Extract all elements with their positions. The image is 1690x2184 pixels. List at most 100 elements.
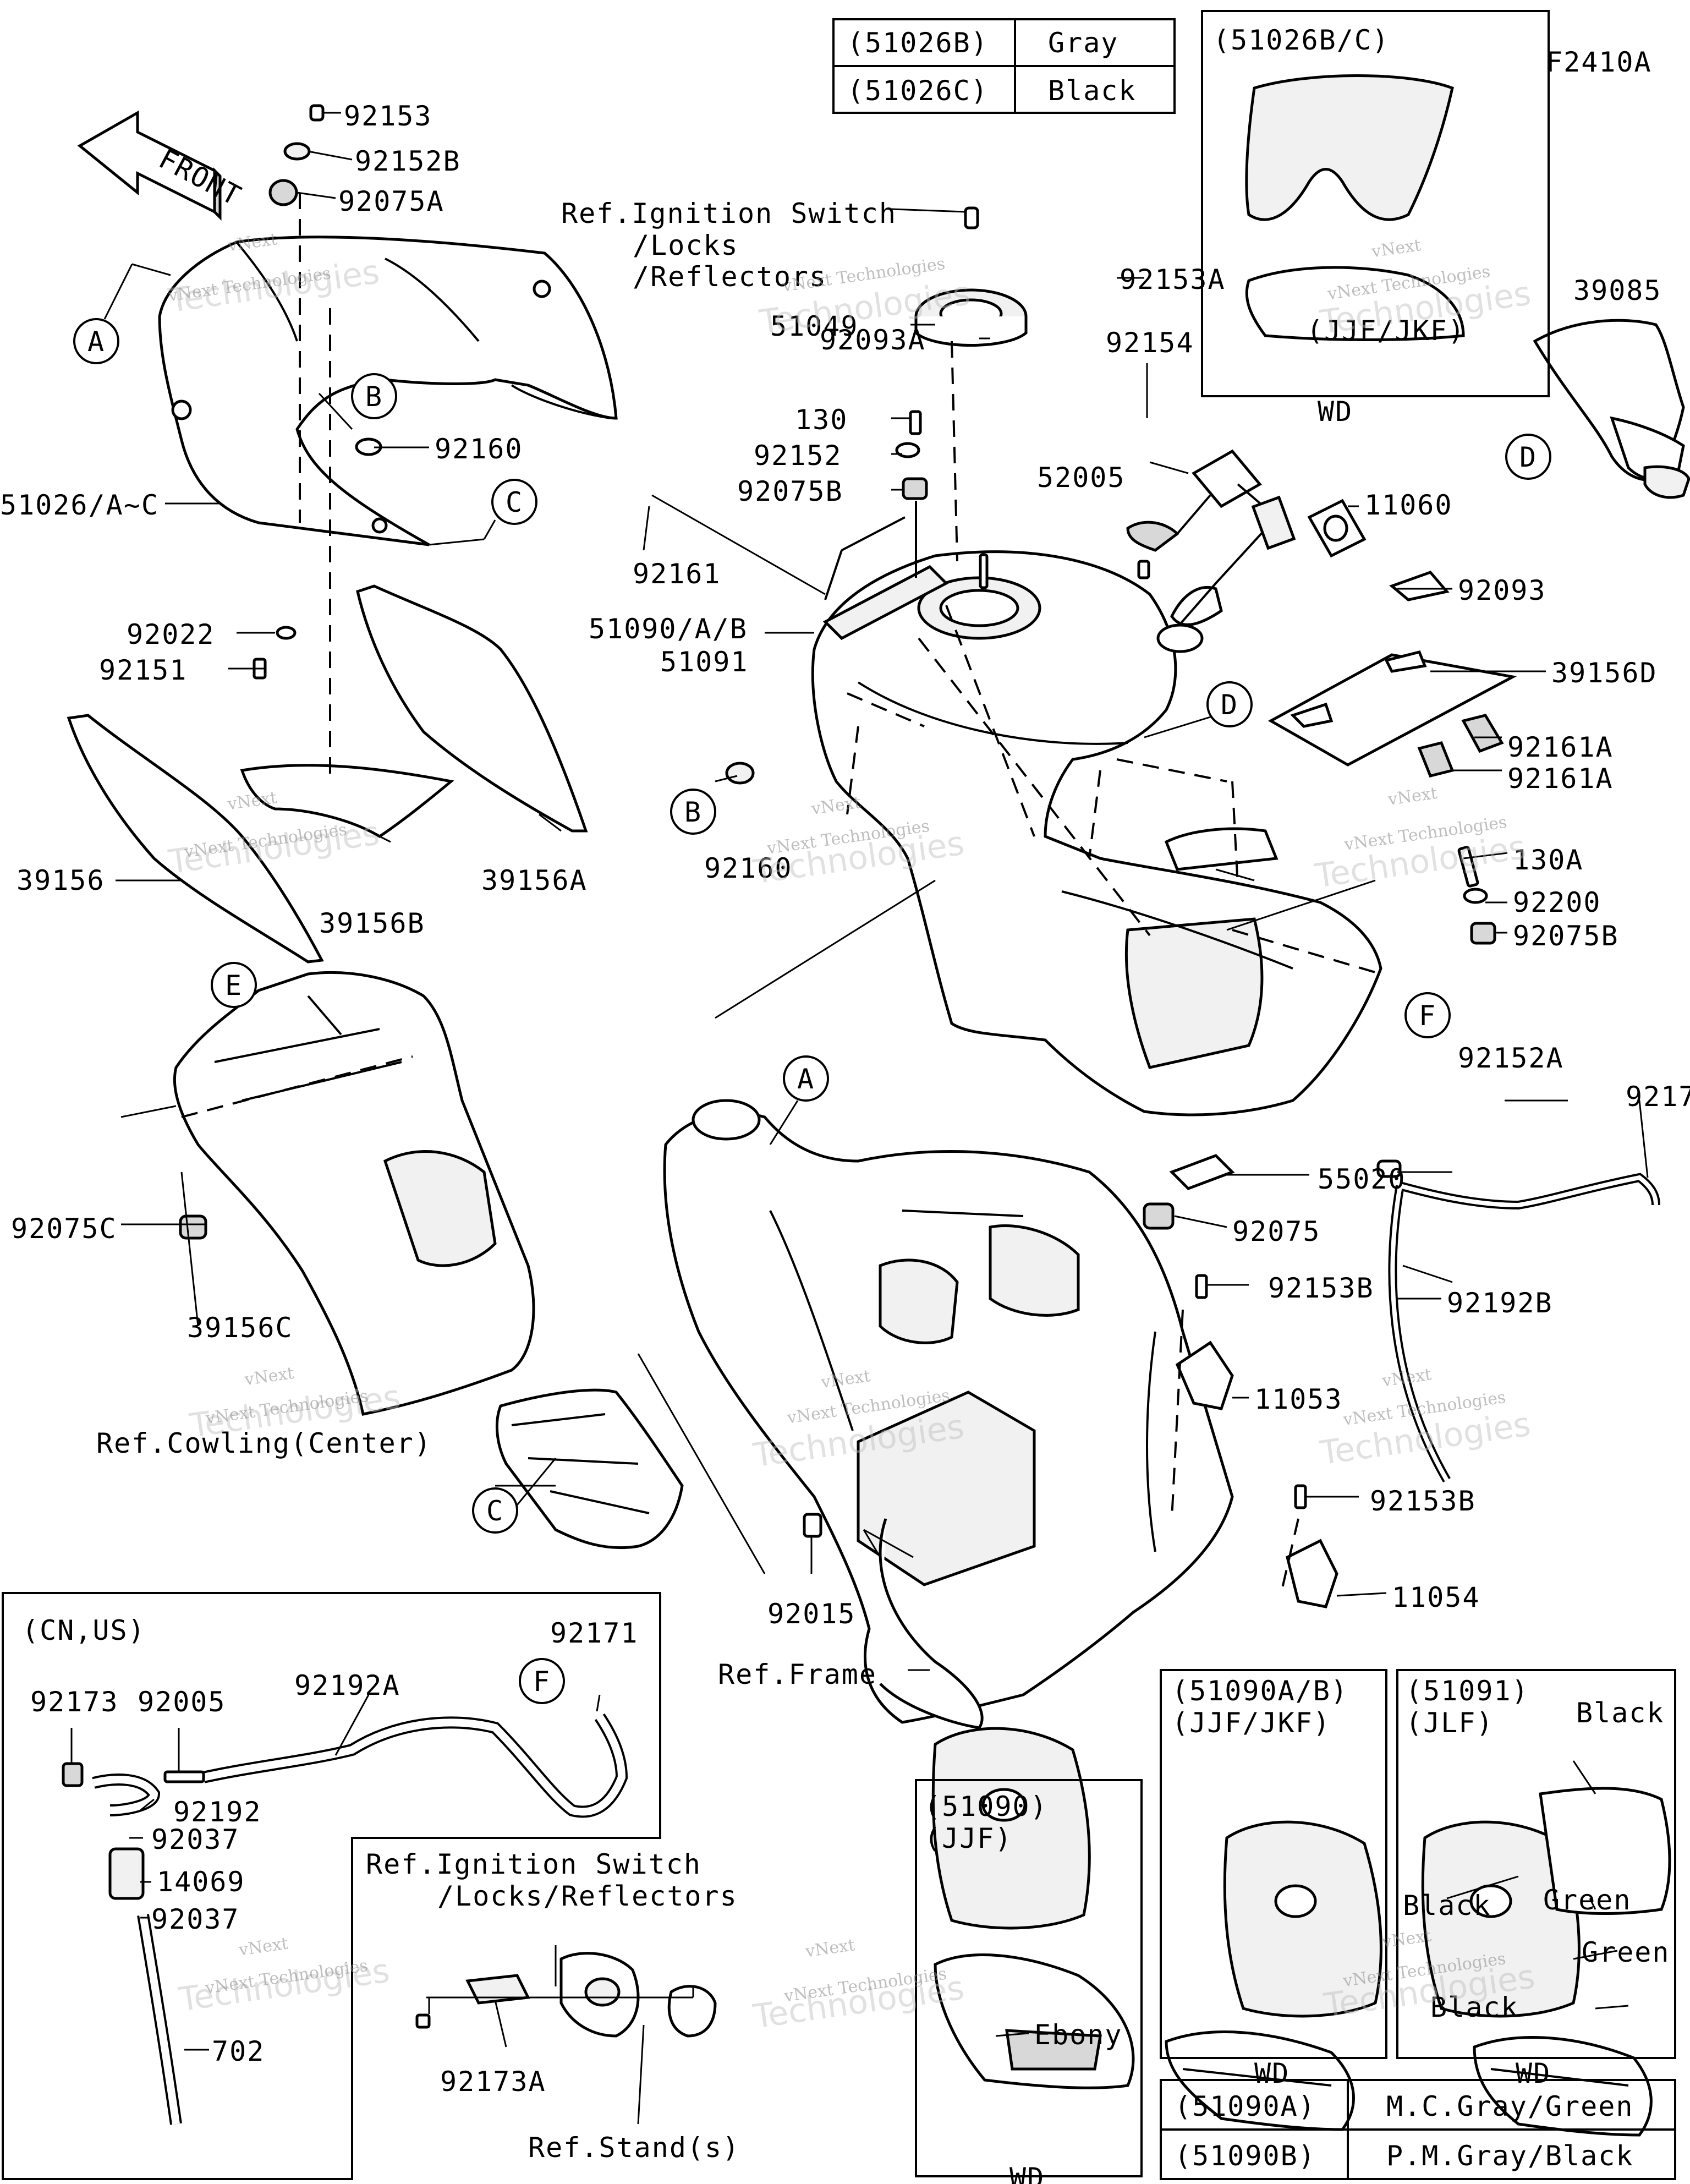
inset-51090-ebony: Ebony xyxy=(1034,2019,1123,2051)
label-92152: 92152 xyxy=(754,440,842,472)
label-92075B-right: 92075B xyxy=(1513,920,1619,952)
label-39156C: 39156C xyxy=(187,1312,293,1344)
fuel-tank-shape xyxy=(811,550,1382,1116)
dashed-lines xyxy=(181,193,1381,1591)
label-130A: 130A xyxy=(1513,844,1583,876)
brackets-shape xyxy=(1175,1340,1338,1608)
inset-51090-title: (51090) xyxy=(924,1791,1048,1822)
svg-text:vNext: vNext xyxy=(1386,784,1439,809)
label-92075A: 92075A xyxy=(338,185,445,217)
svg-text:F: F xyxy=(533,1666,551,1698)
label-51049: 51049 xyxy=(770,310,859,342)
inner-cover-shape xyxy=(173,971,535,1416)
inset-51091-green-1: Green xyxy=(1543,1884,1632,1916)
color-top-code-1: (51026B) xyxy=(847,27,989,59)
ref-cowling-center: Ref.Cowling(Center) xyxy=(96,1427,432,1459)
color-table-bottom xyxy=(1160,2079,1676,2180)
label-92161A-2: 92161A xyxy=(1507,763,1614,795)
inset-51090-models: (JJF) xyxy=(924,1822,1013,1854)
fuel-cap-shape xyxy=(914,206,1028,347)
svg-text:vNext: vNext xyxy=(237,1934,289,1959)
label-39156D: 39156D xyxy=(1551,657,1658,689)
inset-box-51090 xyxy=(915,1779,1143,2177)
figure-code: F2410A xyxy=(1546,46,1652,78)
svg-text:vNext: vNext xyxy=(810,793,862,819)
label-92160-mid: 92160 xyxy=(704,852,793,884)
inset-51090ab-title: (51090A/B) xyxy=(1172,1675,1348,1707)
label-39156B: 39156B xyxy=(319,907,425,939)
ignition-group-shape xyxy=(415,1952,717,2038)
svg-text:C: C xyxy=(506,486,523,518)
label-92160-top: 92160 xyxy=(435,433,523,465)
callout-f-inset: F xyxy=(519,1658,565,1704)
label-92173: 92173 xyxy=(30,1686,119,1718)
label-51090: 51090/A/B xyxy=(589,613,748,645)
label-130: 130 xyxy=(795,404,848,436)
inset-51091-title: (51091) xyxy=(1406,1675,1529,1707)
label-11060: 11060 xyxy=(1364,489,1453,521)
label-51091: 51091 xyxy=(660,646,749,678)
svg-text:E: E xyxy=(225,970,243,1001)
svg-text:D: D xyxy=(1221,689,1238,721)
svg-text:vNext: vNext xyxy=(1380,1926,1433,1952)
label-39156A: 39156A xyxy=(481,864,588,896)
color-top-color-1: Gray xyxy=(1048,27,1118,59)
svg-text:A: A xyxy=(87,326,105,358)
callout-d-right: D xyxy=(1505,434,1551,480)
color-top-color-2: Black xyxy=(1048,75,1137,107)
label-92173A: 92173A xyxy=(440,2066,546,2098)
callout-c-bottom: C xyxy=(472,1487,518,1534)
watermark-6: Technologies vNext Technologies vNext xyxy=(1313,784,1528,896)
label-92171-right: 92171 xyxy=(1626,1081,1690,1113)
label-92093: 92093 xyxy=(1458,574,1546,606)
inset-51091-green-2: Green xyxy=(1582,1936,1670,1968)
svg-text:vNext: vNext xyxy=(804,1935,856,1961)
label-92152A: 92152A xyxy=(1458,1042,1564,1074)
label-92161: 92161 xyxy=(633,558,721,590)
inset-51090ab-wd: WD xyxy=(1254,2057,1290,2089)
label-92015: 92015 xyxy=(767,1598,856,1630)
label-92153B-1: 92153B xyxy=(1268,1272,1374,1304)
frame-shape xyxy=(663,1099,1234,1729)
callout-e: E xyxy=(211,962,257,1008)
svg-text:vNext: vNext xyxy=(226,788,278,814)
svg-text:vNext: vNext xyxy=(243,1364,295,1389)
cnus-hoses-shape xyxy=(62,1173,1660,2125)
side-panels-shape xyxy=(67,584,588,964)
label-92037-1: 92037 xyxy=(151,1824,240,1855)
tank-pad-shape xyxy=(1533,319,1690,499)
callout-b-mid: B xyxy=(670,789,716,835)
svg-text:D: D xyxy=(1519,441,1537,473)
inset-51026-models: (JJF/JKF) xyxy=(1307,315,1466,347)
fuel-pump-shape xyxy=(1126,449,1367,653)
inset-51091-black-3: Black xyxy=(1430,1991,1519,2023)
color-table-top xyxy=(832,18,1176,114)
inset-box-51026 xyxy=(1201,10,1550,397)
label-92153A: 92153A xyxy=(1120,264,1226,295)
label-55020: 55020 xyxy=(1318,1163,1406,1195)
upper-cowling-shape xyxy=(158,236,618,546)
label-92153: 92153 xyxy=(344,100,432,132)
leader-lines xyxy=(70,112,1649,2125)
label-92037-2: 92037 xyxy=(151,1903,240,1935)
callout-b-top: B xyxy=(351,373,397,419)
label-39156: 39156 xyxy=(17,864,105,896)
svg-text:C: C xyxy=(486,1495,504,1527)
label-92075C: 92075C xyxy=(11,1213,117,1245)
label-92192: 92192 xyxy=(173,1796,262,1828)
color-bottom-code-1: (51090A) xyxy=(1175,2090,1316,2122)
label-14069: 14069 xyxy=(157,1866,245,1898)
inset-cnus-title: (CN,US) xyxy=(22,1614,146,1646)
svg-text:F: F xyxy=(1419,1000,1436,1032)
svg-text:vNext: vNext xyxy=(1370,236,1422,261)
inset-box-51090ab xyxy=(1160,1669,1387,2059)
inset-box-cnus xyxy=(2,1592,661,2180)
inset-51026-title: (51026B/C) xyxy=(1213,24,1390,56)
front-arrow: FRONT xyxy=(77,110,246,221)
label-52005: 52005 xyxy=(1037,462,1126,494)
inset-51026-wd: WD xyxy=(1318,396,1353,428)
hardware-shape xyxy=(179,104,1496,1538)
color-bottom-color-1: M.C.Gray/Green xyxy=(1386,2090,1633,2122)
callout-a-top: A xyxy=(73,318,119,364)
